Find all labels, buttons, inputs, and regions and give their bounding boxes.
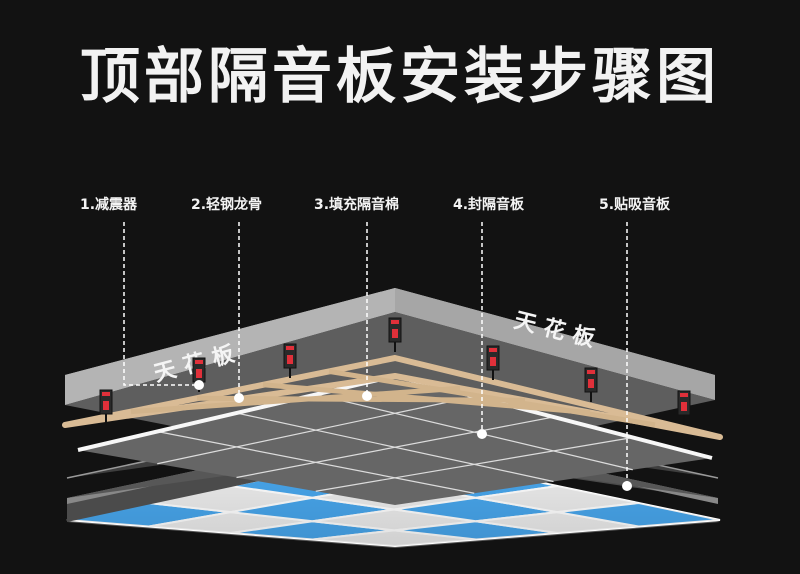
leader-dots (194, 380, 632, 491)
keel-bar (328, 368, 656, 428)
step-label-damper: 1.减震器 (80, 197, 138, 213)
plate-seam (236, 416, 554, 479)
damper-icon (584, 367, 598, 402)
damper-group (99, 317, 691, 425)
step-label-absorb-panel: 5.贴吸音板 (599, 197, 671, 213)
step-label-sound-board: 4.封隔音板 (453, 197, 525, 213)
step-label-cotton: 3.填充隔音棉 (314, 197, 400, 213)
leader-line-1 (123, 222, 199, 386)
page-title: 顶部隔音板安装步骤图 (80, 42, 720, 112)
damper-icon (486, 345, 500, 380)
leader-dot-4 (477, 429, 487, 439)
damper-icon (192, 357, 206, 392)
damper-icon (677, 390, 691, 425)
plate-seam (315, 393, 633, 471)
damper-icon (283, 343, 297, 378)
leader-dot-5 (622, 481, 632, 491)
damper-icon (99, 389, 113, 424)
damper-icon (388, 317, 402, 352)
step-label-keel: 2.轻钢龙骨 (191, 197, 263, 213)
keel-bar (196, 395, 526, 403)
leader-dot-3 (362, 391, 372, 401)
leader-lines (123, 222, 628, 486)
keel-bar (262, 382, 591, 416)
leader-dot-1 (194, 380, 204, 390)
keel-frame (62, 355, 723, 440)
leader-dot-2 (234, 393, 244, 403)
plate-seam (315, 436, 633, 492)
